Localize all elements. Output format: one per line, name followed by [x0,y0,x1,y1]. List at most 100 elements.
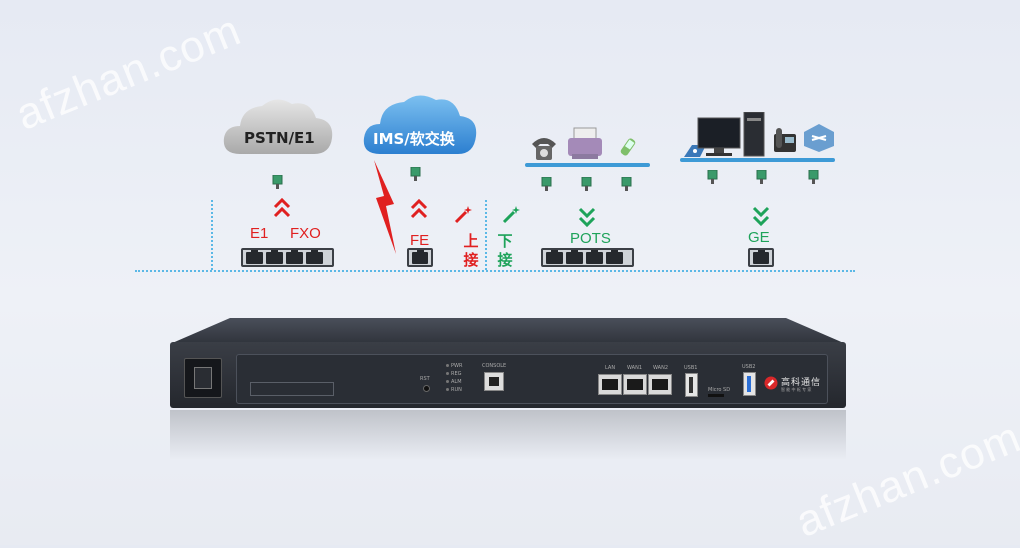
rj45-port-icon [753,250,769,264]
chevron-down-icon [752,206,770,227]
wireless-handset-icon [620,138,636,156]
rj45-port-icon [286,250,303,264]
uplink-char-1: 上 [463,232,479,250]
brand-name: 高科通信 [781,378,822,388]
led-dot-icon [446,388,449,391]
power-rocker-icon [194,367,212,389]
usb-tongue-icon [689,377,693,393]
power-switch[interactable] [184,358,222,398]
downlink-label: 下 接 [496,232,514,270]
rj45-port-icon [606,250,623,264]
lan-port[interactable] [598,374,622,395]
plug-icon [581,177,592,191]
rj45-port-icon [546,250,563,264]
pstn-cloud-icon [223,99,333,154]
device-front-panel: RST PWR REG ALM RUN CONSOLE LAN WAN1 WAN… [170,342,846,408]
led-label: REG [451,371,462,377]
usb2-label: USB2 [742,364,756,370]
usb1-label: USB1 [684,365,698,371]
rj45-port-icon [306,250,323,264]
downlink-char-1: 下 [497,232,513,250]
plug-icon [707,170,718,184]
uplink-label: 上 接 [462,232,480,270]
led-dot-icon [446,364,449,367]
pstn-cloud-label: PSTN/E1 [244,129,315,147]
rj45-port-icon [266,250,283,264]
device-reflection [170,410,846,460]
led-label: PWR [451,363,463,369]
led-dot-icon [446,372,449,375]
ims-cloud-label: IMS/软交换 [373,130,455,148]
rj45-port-icon [586,250,603,264]
desktop-computer-icon [697,112,765,157]
socket-icon [652,379,668,390]
e1-fxo-port-strip [241,248,334,267]
plug-icon [541,177,552,191]
rst-label: RST [420,376,430,382]
ip-phone-icon [774,128,796,152]
ims-cloud-icon [363,95,477,154]
lightning-icon [374,160,396,254]
plug-icon [808,170,819,184]
console-socket-icon [489,377,499,386]
telephone-icon [532,138,556,160]
usb-tongue-icon [747,376,751,392]
separator-left [211,200,213,270]
pots-port-strip [541,248,634,267]
plug-icon [621,177,632,191]
socket-icon [602,379,618,390]
socket-icon [627,379,643,390]
plug-icon [272,175,283,189]
diagram-baseline [135,270,855,272]
magic-wand-icon [454,206,472,224]
rj45-port-icon [566,250,583,264]
brand-logo-icon [764,376,778,390]
fe-port [407,248,433,267]
ge-port [748,248,774,267]
plug-icon [756,170,767,184]
usb2-port[interactable] [743,372,756,396]
status-leds: PWR REG ALM RUN [446,362,462,394]
wan2-port[interactable] [648,374,672,395]
chevron-up-icon [410,198,428,219]
microsd-label: Micro SD [708,387,731,393]
led-dot-icon [446,380,449,383]
fe-label: FE [410,232,430,249]
led-label: RUN [451,387,462,393]
plug-icon [410,167,421,181]
led-pwr: PWR [446,362,462,370]
ge-label: GE [748,229,770,246]
device-top-surface [170,318,846,344]
gateway-device: RST PWR REG ALM RUN CONSOLE LAN WAN1 WAN… [170,318,846,410]
front-bezel [236,354,828,404]
microsd-slot[interactable] [708,394,724,397]
chevron-down-icon [578,207,596,228]
console-port[interactable] [484,372,504,391]
wan1-label: WAN1 [627,365,643,371]
downlink-char-2: 接 [497,251,513,269]
led-run: RUN [446,386,462,394]
chevron-up-icon [273,197,291,218]
wan1-port[interactable] [623,374,647,395]
router-icon [804,124,834,152]
wan2-label: WAN2 [653,365,669,371]
watermark-top-left: afzhan.com [9,5,248,140]
usb1-port[interactable] [685,373,698,397]
led-alm: ALM [446,378,462,386]
rj45-port-icon [246,250,263,264]
lan-label: LAN [605,365,616,371]
reset-button[interactable] [423,385,430,392]
ge-device-shelf [680,158,835,162]
pots-device-shelf [525,163,650,167]
led-reg: REG [446,370,462,378]
label-plate [250,382,334,396]
console-label: CONSOLE [482,363,507,369]
brand-subtitle: 智 能 中 枢 专 家 [781,387,812,392]
rj45-port-icon [412,250,428,264]
magic-wand-icon [502,206,520,224]
uplink-char-2: 接 [463,251,479,269]
fxo-label: FXO [290,225,321,242]
separator-middle [485,200,487,270]
led-label: ALM [451,379,462,385]
pots-label: POTS [570,230,611,247]
